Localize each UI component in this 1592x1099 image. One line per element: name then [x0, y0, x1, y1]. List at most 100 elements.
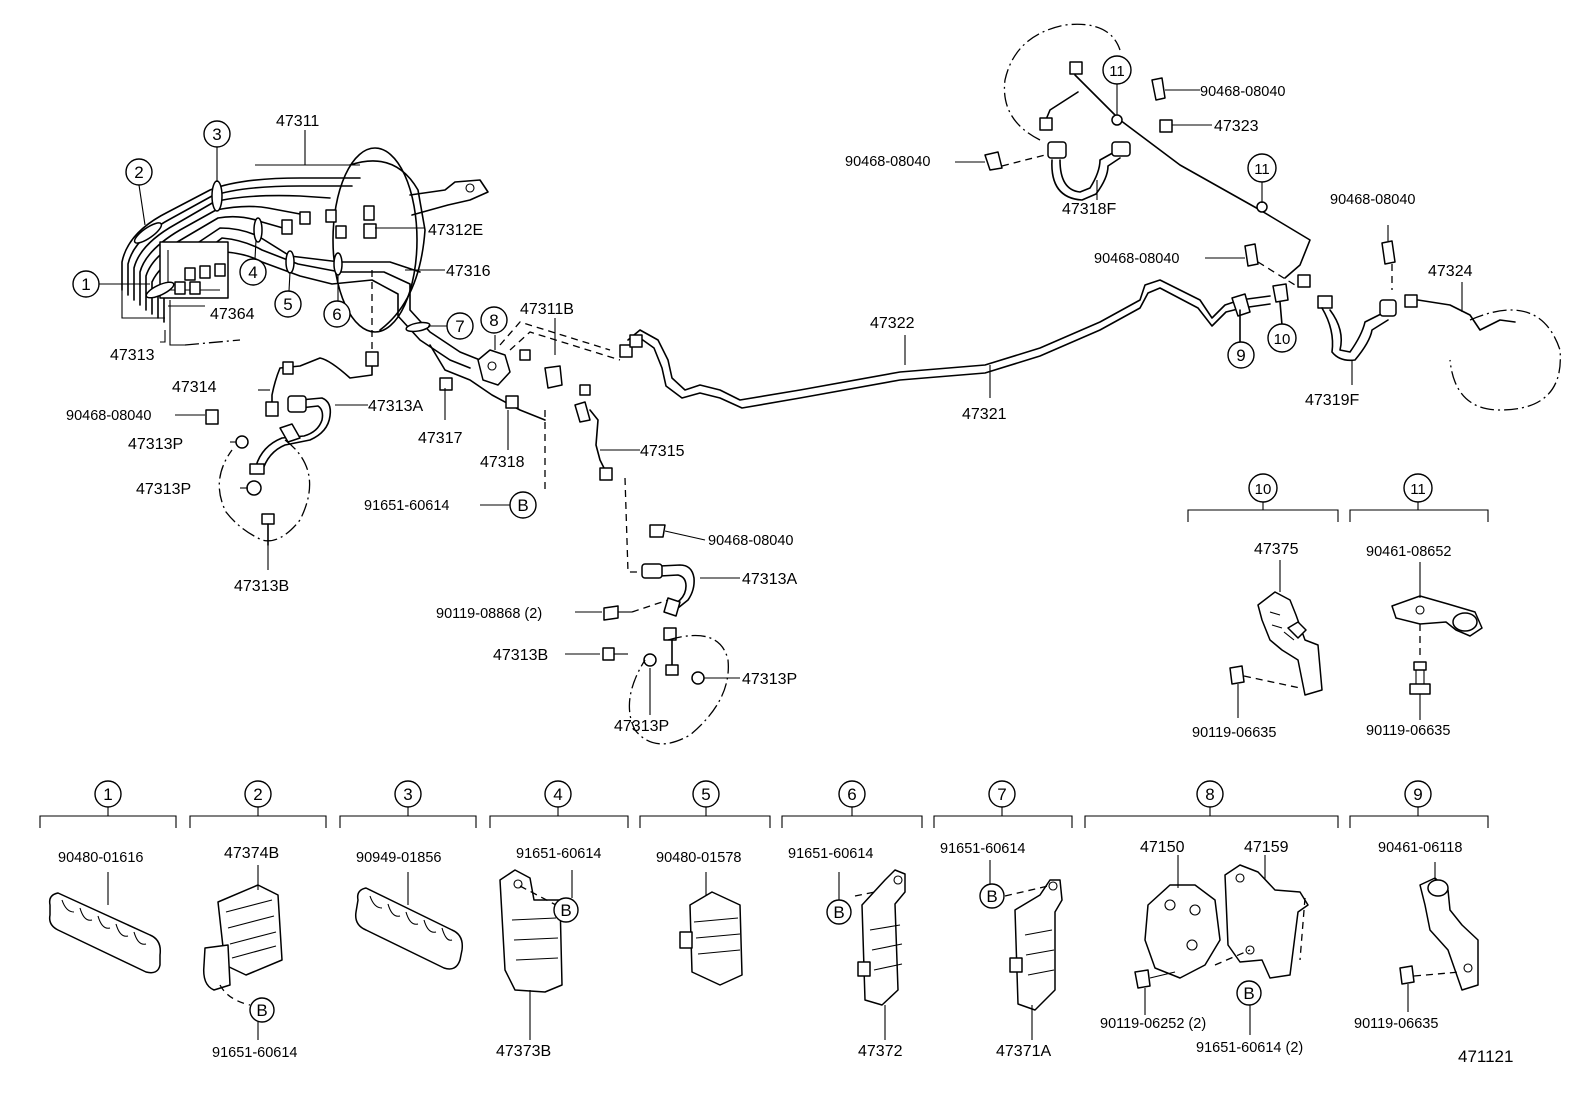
label-47313: 47313: [110, 347, 155, 364]
svg-text:7: 7: [997, 785, 1006, 804]
section-header-3: 3: [394, 780, 422, 808]
svg-text:8: 8: [1205, 785, 1214, 804]
section-header-4: 4: [544, 780, 572, 808]
callout-10: 10: [1267, 323, 1297, 353]
section-brackets-upper: [1187, 488, 1489, 522]
clamp-47374B: [202, 865, 283, 1040]
label-90949-01856: 90949-01856: [356, 850, 441, 866]
svg-text:5: 5: [283, 295, 292, 314]
svg-text:B: B: [1243, 984, 1254, 1003]
callout-5: 5: [274, 290, 302, 318]
callout-4: 4: [239, 258, 267, 286]
label-91651-b4: 91651-60614: [516, 846, 601, 862]
clamp-47373B: [499, 869, 573, 1040]
label-47150: 47150: [1140, 839, 1185, 856]
label-47313A-mid: 47313A: [742, 571, 797, 588]
label-47315: 47315: [640, 443, 685, 460]
label-90119-06635-a: 90119-06635: [1192, 725, 1276, 741]
svg-text:6: 6: [847, 785, 856, 804]
svg-text:9: 9: [1413, 785, 1422, 804]
label-90119-08868: 90119-08868 (2): [436, 606, 542, 622]
leader-lines-left: [160, 130, 445, 355]
clamp-90480-01616: [48, 872, 162, 974]
rear-left-area: [955, 23, 1311, 279]
section-header-6: 6: [838, 780, 866, 808]
label-90468-tr1: 90468-08040: [1200, 84, 1285, 100]
callouts: 1 2 3 4 5 6 7 8 9 10 11 11 B: [72, 55, 1297, 519]
section-header-7: 7: [988, 780, 1016, 808]
front-left-hose-assembly: [175, 351, 379, 570]
label-47313B-left: 47313B: [234, 578, 289, 595]
label-47374B: 47374B: [224, 845, 279, 862]
label-47313P-left-1: 47313P: [128, 436, 183, 453]
svg-text:B: B: [986, 887, 997, 906]
svg-text:4: 4: [553, 785, 562, 804]
brake-booster: [332, 147, 489, 333]
label-47375: 47375: [1254, 541, 1299, 558]
callout-1: 1: [72, 270, 100, 298]
callout-11-top: 11: [1102, 55, 1132, 85]
section-header-11: 11: [1403, 473, 1433, 503]
label-47321: 47321: [962, 406, 1007, 423]
master-cylinder-tube-bundle: [121, 177, 481, 369]
label-47319F: 47319F: [1305, 392, 1359, 409]
section-brackets-lower: [39, 806, 1489, 828]
label-90480-01578: 90480-01578: [656, 850, 741, 866]
label-47313P-mid-1: 47313P: [742, 671, 797, 688]
bracket-47375: [1229, 560, 1323, 718]
svg-text:10: 10: [1274, 331, 1291, 348]
label-47313P-left-2: 47313P: [136, 481, 191, 498]
svg-text:10: 10: [1255, 481, 1272, 498]
label-47317: 47317: [418, 430, 463, 447]
front-right-hose-assembly: [565, 384, 740, 745]
label-91651-mid: 91651-60614: [364, 498, 449, 514]
label-47312E: 47312E: [428, 222, 483, 239]
label-47316: 47316: [446, 263, 491, 280]
svg-text:11: 11: [1410, 481, 1426, 498]
svg-text:9: 9: [1236, 346, 1245, 365]
label-47373B: 47373B: [496, 1043, 551, 1060]
clamp-47371A: [989, 860, 1063, 1040]
label-47371A: 47371A: [996, 1043, 1051, 1060]
label-91651-b7: 91651-60614: [940, 841, 1025, 857]
svg-text:B: B: [256, 1001, 267, 1020]
b-marker-8: B: [1236, 980, 1262, 1006]
callout-3: 3: [203, 120, 231, 148]
callout-B-mid: B: [509, 491, 537, 519]
rear-right-area: [1205, 225, 1561, 411]
label-90468-tr3: 90468-08040: [1330, 192, 1415, 208]
svg-text:1: 1: [103, 785, 112, 804]
label-47318: 47318: [480, 454, 525, 471]
label-90468-mid: 90468-08040: [708, 533, 793, 549]
b-marker-6: B: [826, 899, 852, 925]
label-90468-tr2: 90468-08040: [845, 154, 930, 170]
label-47313A-left: 47313A: [368, 398, 423, 415]
label-90461-08652: 90461-08652: [1366, 544, 1451, 560]
section-header-5: 5: [692, 780, 720, 808]
label-47313B-mid: 47313B: [493, 647, 548, 664]
label-47311B: 47311B: [520, 301, 574, 318]
svg-text:11: 11: [1109, 63, 1125, 80]
svg-text:1: 1: [81, 275, 90, 294]
svg-text:3: 3: [212, 125, 221, 144]
svg-text:2: 2: [253, 785, 262, 804]
svg-text:4: 4: [248, 263, 257, 282]
center-pipes: [619, 279, 1271, 409]
callout-8: 8: [480, 306, 508, 334]
section-header-9: 9: [1404, 780, 1432, 808]
clamp-90949-01856: [354, 872, 464, 970]
figure-number: 471121: [1458, 1047, 1513, 1066]
b-marker-7: B: [979, 883, 1005, 909]
label-47311: 47311: [276, 113, 319, 130]
label-91651-b8: 91651-60614 (2): [1196, 1040, 1303, 1056]
section-header-8: 8: [1196, 780, 1224, 808]
svg-text:7: 7: [455, 317, 464, 336]
part-labels: 47311 47312E 47316 47364 47313 47314 473…: [58, 84, 1513, 1066]
label-90468-left: 90468-08040: [66, 408, 151, 424]
svg-text:B: B: [833, 903, 844, 922]
label-90480-01616: 90480-01616: [58, 850, 143, 866]
callout-9: 9: [1227, 341, 1255, 369]
callout-6: 6: [323, 300, 351, 328]
callout-7: 7: [446, 312, 474, 340]
